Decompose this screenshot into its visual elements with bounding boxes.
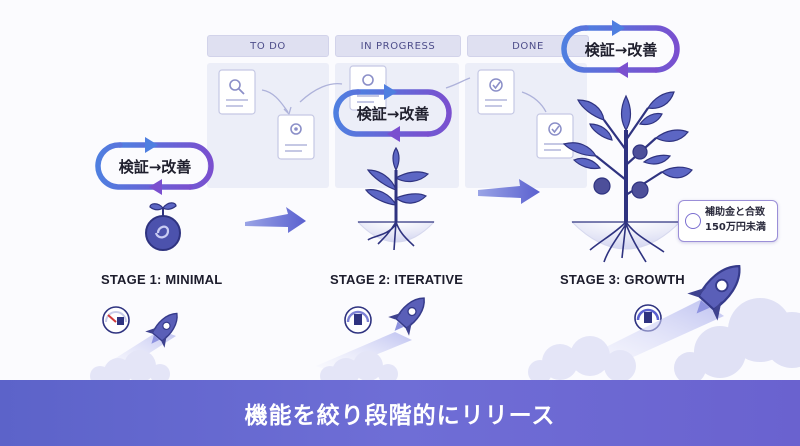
card-done-2 xyxy=(536,113,574,159)
check-badge-icon xyxy=(685,213,701,229)
sprout-icon xyxy=(145,202,181,251)
subsidy-badge: 補助金と合致 150万円未満 xyxy=(678,200,778,242)
kanban-header-in-progress: IN PROGRESS xyxy=(335,35,461,57)
card-done-1 xyxy=(477,69,515,115)
kanban-header-todo: TO DO xyxy=(207,35,329,57)
loop-label-stage-1: 検証→改善 xyxy=(119,158,192,176)
flow-arrow xyxy=(261,89,289,113)
loop-cycle-stage-3 xyxy=(561,20,680,78)
loop-label-stage-3: 検証→改善 xyxy=(585,41,658,59)
card-search xyxy=(218,69,256,115)
gear-icon xyxy=(290,123,302,135)
arrow-icon xyxy=(478,179,540,204)
tree-icon xyxy=(356,146,436,251)
badge-line-2: 150万円未満 xyxy=(705,222,766,233)
rocket-icon xyxy=(383,288,436,341)
loop-cycle-stage-2 xyxy=(333,84,452,142)
stage-3-label: STAGE 3: GROWTH xyxy=(560,272,685,287)
footer-banner: 機能を絞り段階的にリリース xyxy=(0,380,800,446)
footer-title: 機能を絞り段階的にリリース xyxy=(244,403,556,429)
cloud-icon xyxy=(674,298,800,384)
cloud-icon xyxy=(320,351,398,386)
checkmark-icon xyxy=(489,78,503,92)
search-icon xyxy=(229,79,245,95)
stage-1-label: STAGE 1: MINIMAL xyxy=(101,272,223,287)
cloud-icon xyxy=(528,336,636,384)
loop-cycle-stage-1 xyxy=(95,137,214,195)
badge-line-1: 補助金と合致 xyxy=(705,207,765,218)
tree-icon xyxy=(562,91,693,263)
checkmark-icon xyxy=(548,122,562,136)
fuel-gauge-icon xyxy=(102,306,130,334)
arrow-icon xyxy=(245,207,306,233)
kanban-header-done: DONE xyxy=(467,35,589,57)
stage-2-label: STAGE 2: ITERATIVE xyxy=(330,272,464,287)
fuel-gauge-icon xyxy=(344,306,372,334)
gear-icon xyxy=(362,74,374,86)
card-progress xyxy=(349,65,387,111)
loop-label-stage-2: 検証→改善 xyxy=(357,105,430,123)
card-settings xyxy=(277,114,315,160)
